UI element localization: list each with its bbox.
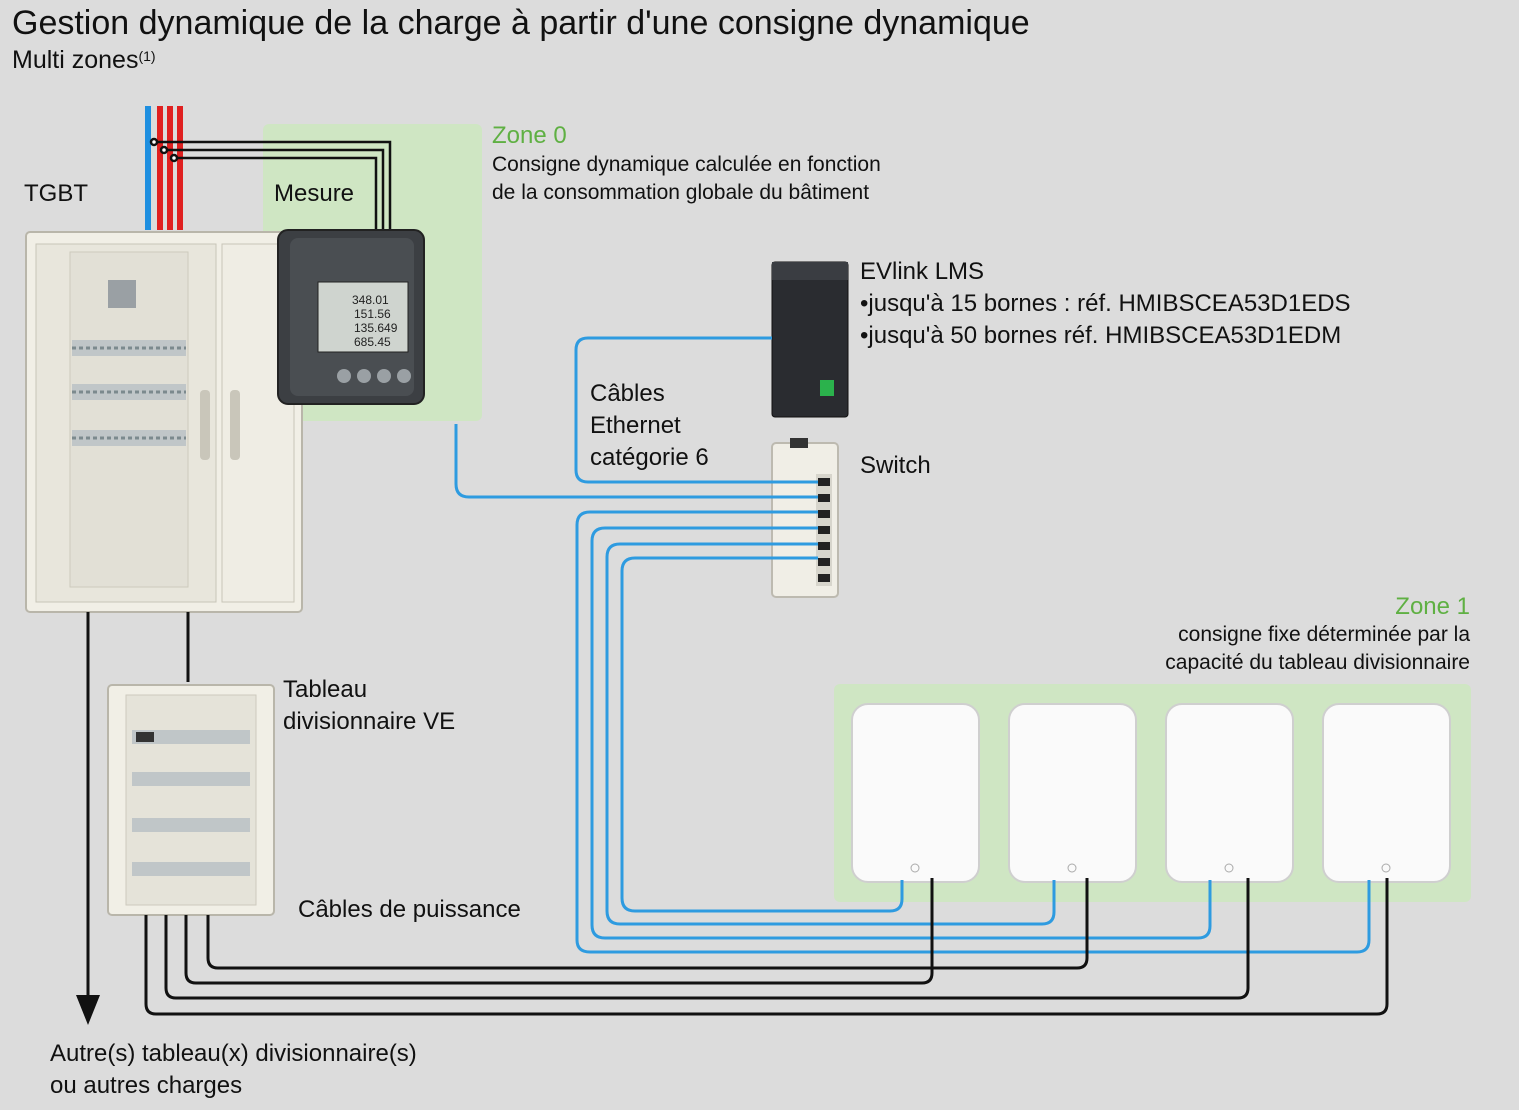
subtitle-note: (1) [138, 48, 156, 64]
power-meter: 348.01 151.56 135.649 685.45 [277, 229, 425, 405]
zone1-line2: capacité du tableau divisionnaire [1165, 651, 1470, 674]
switch-device [771, 438, 839, 598]
zone0-line1: Consigne dynamique calculée en fonction [492, 153, 881, 176]
measurement-wires [149, 137, 392, 232]
meter-reading-4: 685.45 [354, 335, 391, 349]
charging-station-3 [1165, 703, 1294, 883]
charging-station-4 [1322, 703, 1451, 883]
zone1-title: Zone 1 [1395, 593, 1470, 620]
meter-reading-3: 135.649 [354, 321, 398, 335]
cables-puissance-label: Câbles de puissance [298, 896, 521, 923]
arrow-down-icon [76, 995, 100, 1025]
charging-station-1 [851, 703, 980, 883]
cables-ethernet-line2: Ethernet [590, 412, 681, 439]
zone0-line2: de la consommation globale du bâtiment [492, 181, 870, 204]
meter-reading-2: 151.56 [354, 307, 391, 321]
evlink-item-2: •jusqu'à 50 bornes réf. HMIBSCEA53D1EDM [860, 322, 1342, 349]
page-title: Gestion dynamique de la charge à partir … [12, 4, 1030, 42]
switch-label: Switch [860, 452, 931, 479]
tableau-ve-line2: divisionnaire VE [283, 708, 456, 735]
tgbt-label: TGBT [24, 180, 88, 207]
zone1-area [834, 684, 1471, 902]
tgbt-cabinet [25, 231, 303, 613]
zone0-title: Zone 0 [492, 122, 567, 149]
zone1-line1: consigne fixe déterminée par la [1178, 623, 1470, 646]
evlink-item-1: •jusqu'à 15 bornes : réf. HMIBSCEA53D1ED… [860, 290, 1351, 317]
busbars [145, 106, 183, 230]
cables-ethernet-line3: catégorie 6 [590, 444, 709, 471]
cables-ethernet-line1: Câbles [590, 380, 665, 407]
mesure-label: Mesure [274, 180, 355, 207]
autres-line2: ou autres charges [50, 1072, 243, 1099]
autres-line1: Autre(s) tableau(x) divisionnaire(s) [50, 1040, 417, 1067]
evlink-title: EVlink LMS [860, 258, 985, 285]
evlink-lms-device [771, 261, 849, 418]
meter-reading-1: 348.01 [352, 293, 389, 307]
subtitle-text: Multi zones [12, 46, 139, 74]
ethernet-cables [454, 336, 1371, 954]
power-cables [86, 612, 1389, 1016]
charging-station-2 [1008, 703, 1137, 883]
tableau-ve-line1: Tableau [283, 676, 368, 703]
tableau-ve-cabinet [107, 684, 275, 916]
page-subtitle: Multi zones(1) [12, 46, 156, 75]
